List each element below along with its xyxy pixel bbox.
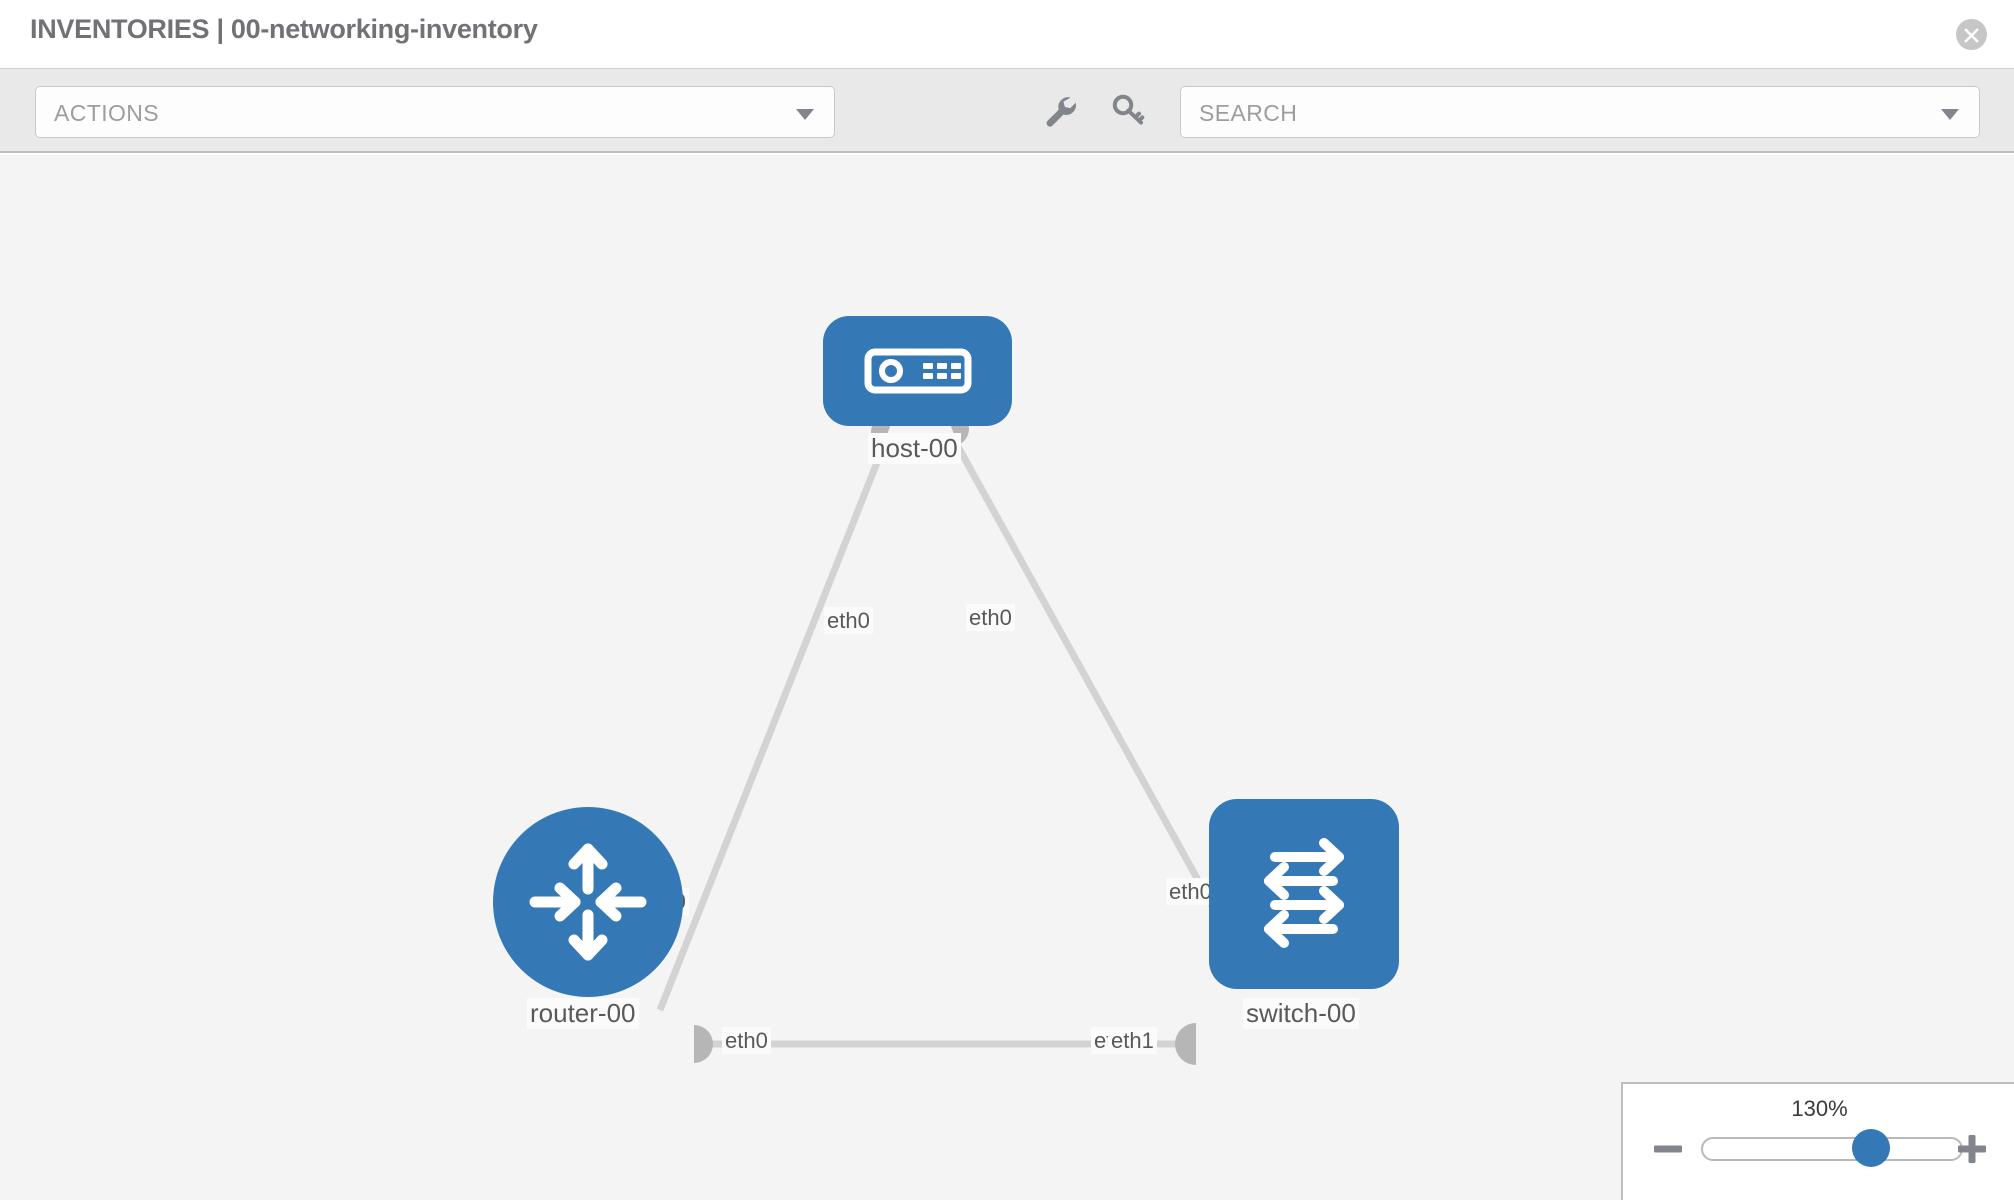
zoom-out-button[interactable] bbox=[1651, 1132, 1685, 1166]
search-placeholder: SEARCH bbox=[1199, 100, 1298, 126]
edge-interface-label: eth0 bbox=[824, 607, 873, 635]
chevron-down-icon bbox=[1941, 109, 1959, 120]
edge-host-00-switch-00[interactable] bbox=[952, 441, 1233, 938]
topology-graph bbox=[656, 412, 1247, 1065]
wrench-icon[interactable] bbox=[1040, 91, 1080, 131]
topology-canvas[interactable]: eth0eth0eth0eth0eth0eth0eth1 bbox=[0, 155, 2014, 1200]
zoom-control-panel: 130% bbox=[1621, 1082, 2014, 1200]
node-router-00-shape[interactable] bbox=[493, 807, 683, 997]
title-bar: INVENTORIES | 00-networking-inventory bbox=[0, 0, 2014, 69]
edges-layer bbox=[656, 441, 1233, 1048]
zoom-slider-thumb[interactable] bbox=[1852, 1129, 1891, 1167]
edge-interface-label: eth0 bbox=[1166, 878, 1215, 906]
router-arrows-icon bbox=[529, 843, 647, 961]
node-host-00-shape[interactable] bbox=[823, 316, 1012, 426]
edge-host-00-router-00[interactable] bbox=[656, 443, 888, 1012]
port-connector-switch-00[interactable] bbox=[1175, 1023, 1196, 1065]
ports-layer bbox=[694, 412, 1247, 1065]
server-appliance-icon bbox=[864, 348, 971, 394]
actions-dropdown[interactable]: ACTIONS bbox=[35, 86, 835, 138]
search-input[interactable]: SEARCH bbox=[1180, 86, 1980, 138]
chevron-down-icon bbox=[796, 109, 814, 120]
node-router-00[interactable] bbox=[493, 807, 683, 997]
zoom-level-value: 130% bbox=[1791, 1096, 1848, 1121]
toolbar: ACTIONS SEARCH bbox=[0, 69, 2014, 153]
node-router-00-label: router-00 bbox=[527, 998, 639, 1029]
page-title: INVENTORIES | 00-networking-inventory bbox=[30, 14, 538, 44]
close-icon[interactable] bbox=[1956, 19, 1987, 50]
actions-dropdown-label: ACTIONS bbox=[54, 100, 160, 126]
node-switch-00[interactable] bbox=[1209, 799, 1399, 989]
node-switch-00-shape[interactable] bbox=[1209, 799, 1399, 989]
zoom-slider-track[interactable] bbox=[1701, 1137, 1963, 1161]
key-icon[interactable] bbox=[1108, 91, 1148, 131]
edge-interface-label: eth1 bbox=[1108, 1027, 1157, 1055]
edge-interface-label: eth0 bbox=[966, 604, 1015, 632]
switch-arrows-icon bbox=[1264, 838, 1344, 948]
zoom-in-button[interactable] bbox=[1955, 1132, 1989, 1166]
edge-interface-label: eth0 bbox=[722, 1027, 771, 1055]
port-connector-router-00[interactable] bbox=[694, 1025, 713, 1063]
node-switch-00-label: switch-00 bbox=[1243, 998, 1359, 1029]
node-host-00[interactable] bbox=[823, 316, 1012, 426]
node-host-00-label: host-00 bbox=[868, 433, 961, 464]
